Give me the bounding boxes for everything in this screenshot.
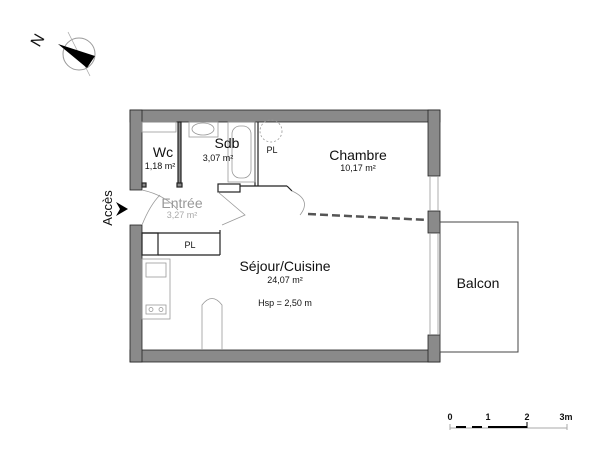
room-name-sdb: Sdb (215, 135, 240, 151)
arrow-right-icon (116, 202, 128, 216)
kitchen-sink-icon (145, 262, 167, 278)
room-name-placard-sdb: PL (266, 145, 277, 155)
room-area-entree: 3,27 m² (167, 210, 198, 220)
scale-tick-3: 3m (559, 412, 572, 422)
room-area-sdb: 3,07 m² (203, 153, 234, 163)
compass: N (28, 31, 96, 77)
room-area-sejour: 24,07 m² (267, 275, 303, 285)
scale-bar: 0 1 2 3m (447, 412, 573, 430)
walls (129, 109, 441, 363)
access-label: Accès (100, 190, 115, 226)
hob-icon (145, 304, 167, 315)
radiator-icon (201, 298, 223, 350)
sink-icon (188, 121, 219, 138)
room-name-sejour: Séjour/Cuisine (239, 258, 330, 274)
north-label: N (28, 31, 49, 50)
windows (429, 176, 439, 335)
water-heater-icon (259, 119, 283, 143)
fixtures (141, 119, 283, 350)
ceiling-height: Hsp = 2,50 m (258, 298, 312, 308)
compass-icon (62, 37, 96, 71)
scale-tick-1: 1 (485, 412, 490, 422)
balcony-outline (439, 221, 519, 353)
partitions (141, 121, 429, 256)
room-name-wc: Wc (153, 144, 173, 160)
kitchen-counter (141, 258, 171, 320)
room-name-chambre: Chambre (329, 147, 387, 163)
room-name-placard-entree: PL (184, 240, 195, 250)
wc-cistern (141, 121, 177, 133)
room-name-entree: Entrée (161, 195, 202, 211)
room-area-chambre: 10,17 m² (340, 163, 376, 173)
scale-tick-0: 0 (447, 412, 452, 422)
scale-tick-2: 2 (524, 412, 529, 422)
room-name-balcon: Balcon (457, 275, 500, 291)
room-area-wc: 1,18 m² (145, 161, 176, 171)
doors (141, 189, 305, 226)
bathtub-icon (227, 121, 256, 183)
